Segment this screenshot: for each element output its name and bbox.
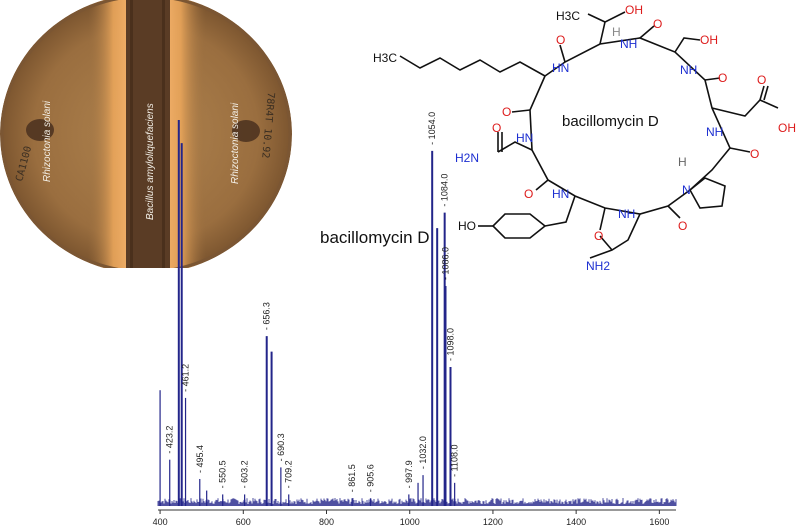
peak-label-1: - 423.2 [165, 426, 175, 454]
structure-bonds [399, 11, 779, 259]
atom-o-6: O [524, 187, 533, 201]
plate-center-label: Bacillus amyloliquefaciens [145, 103, 156, 220]
peak-label-4: - 461.2 [181, 364, 191, 392]
atom-h2n-asn: H2N [455, 151, 479, 165]
atom-hn-6: HN [552, 187, 569, 201]
peak-label-17: - 1032.0 [418, 436, 428, 469]
peak-label-11: - 690.3 [276, 433, 286, 461]
peak-label-8: - 603.2 [240, 460, 250, 488]
plate-right-label: Rhizoctonia solani [230, 102, 241, 184]
peak-labels: - 423.2 - 461.2 - 495.4 - 550.5 - 603.2 - 656… [165, 112, 460, 492]
peak-lines [159, 120, 456, 506]
atom-o-7: O [502, 105, 511, 119]
x-tick-label-3: 1000 [400, 517, 420, 527]
ring-label: bacillomycin D [562, 113, 659, 130]
x-tick-label-4: 1200 [483, 517, 503, 527]
peak-label-12: - 709.2 [284, 460, 294, 488]
atom-o-2: O [653, 17, 662, 31]
atom-nh-4: NH [706, 125, 723, 139]
bacillomycin-structure: H3C H3C OH H OH OH O H2N O HO NH2 O H HN… [373, 3, 796, 273]
x-tick-label-5: 1400 [566, 517, 586, 527]
x-tick-label-2: 800 [319, 517, 334, 527]
plate-left-label: Rhizoctonia solani [42, 100, 53, 182]
atom-o-glu: O [757, 73, 766, 87]
peak-label-13: - 861.5 [347, 464, 357, 492]
peak-label-20: - 1084.0 [440, 174, 450, 207]
atom-o-1: O [556, 33, 565, 47]
peak-label-23: - 1108.0 [450, 444, 460, 476]
atom-h3c: H3C [556, 9, 580, 23]
atom-o-4: O [750, 147, 759, 161]
peak-label-15: - 997.9 [404, 460, 414, 488]
baseline-noise [157, 498, 677, 506]
atom-nh-5: NH [618, 207, 635, 221]
x-axis-ticks: 400 600 800 1000 1200 1400 1600 [153, 510, 669, 527]
atom-h-thr: H [612, 25, 621, 39]
petri-dish-photo: Rhizoctonia solani Bacillus amyloliquefa… [0, 0, 292, 268]
atom-o-5: O [678, 219, 687, 233]
x-tick-label-0: 400 [153, 517, 168, 527]
peak-label-22: - 1098.0 [445, 328, 455, 361]
atom-o-asn2: O [594, 229, 603, 243]
atom-o-3: O [718, 71, 727, 85]
atom-n-pro: N [682, 183, 691, 197]
atom-h3c-chain: H3C [373, 51, 397, 65]
compound-label: bacillomycin D [320, 228, 430, 247]
petri-dish-graphic: Rhizoctonia solani Bacillus amyloliquefa… [0, 0, 292, 268]
x-tick-label-1: 600 [236, 517, 251, 527]
structure-drawing: H3C H3C OH H OH OH O H2N O HO NH2 O H HN… [373, 3, 796, 273]
peak-label-21: - 1086.0 [441, 247, 451, 280]
atom-hn-7: HN [516, 131, 533, 145]
peak-label-14: - 905.6 [365, 464, 375, 492]
structure-atoms: H3C H3C OH H OH OH O H2N O HO NH2 O H HN… [373, 3, 796, 273]
peak-label-5: - 495.4 [195, 445, 205, 473]
atom-nh2-asn: NH2 [586, 259, 610, 273]
atom-hn-1: HN [552, 61, 569, 75]
peak-label-18: - 1054.0 [427, 112, 437, 145]
atom-oh-ser: OH [700, 33, 718, 47]
peak-label-9: - 656.3 [262, 302, 272, 330]
atom-ho-tyr: HO [458, 219, 476, 233]
noise-trace [157, 498, 677, 506]
x-tick-label-6: 1600 [649, 517, 669, 527]
atom-oh-thr: OH [625, 3, 643, 17]
atom-nh-2: NH [620, 37, 637, 51]
atom-oh-glu: OH [778, 121, 796, 135]
peak-label-7: - 550.5 [218, 460, 228, 488]
atom-o-asn: O [492, 121, 501, 135]
atom-h-pro: H [678, 155, 687, 169]
atom-nh-3: NH [680, 63, 697, 77]
